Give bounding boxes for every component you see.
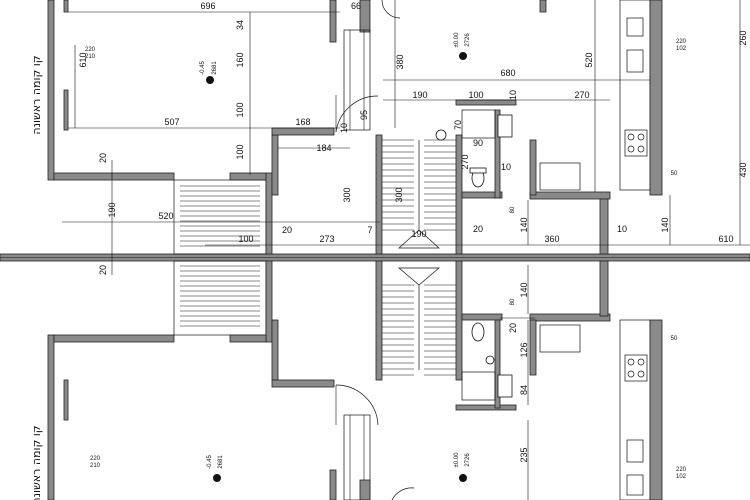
elevation-marker-top-left: -0.45 2681 — [200, 61, 218, 84]
dim-160: 160 — [235, 52, 245, 67]
dim-270-bath: 270 — [460, 154, 470, 169]
dim-20-stair-right: 20 — [473, 224, 483, 234]
dim-20-left-bottom: 20 — [98, 265, 108, 275]
central-corridor — [0, 253, 750, 262]
dim-20-left-top: 20 — [98, 153, 108, 163]
dim-50-lower: 50 — [671, 336, 678, 342]
room-code-tr-bottom: 102 — [676, 46, 687, 52]
svg-text:±0.00: ±0.00 — [454, 452, 460, 468]
dim-70: 70 — [453, 120, 463, 130]
left-stair-block — [173, 172, 273, 343]
svg-text:-0.45: -0.45 — [207, 455, 213, 469]
dim-50-upper: 50 — [671, 171, 678, 177]
dim-300-b: 300 — [394, 187, 404, 202]
dim-610-left: 610 — [78, 52, 88, 67]
dimension-lines — [62, 0, 750, 500]
dim-273: 273 — [319, 234, 334, 244]
dim-696: 696 — [200, 1, 215, 11]
dim-80-upper: 80 — [510, 206, 516, 213]
dim-100-left-b: 100 — [235, 144, 245, 159]
dim-430: 430 — [738, 162, 748, 177]
dim-10-top-right: 10 — [508, 90, 518, 100]
dim-520-left: 520 — [158, 211, 173, 221]
central-stair-treads — [382, 139, 456, 376]
dim-140-right: 140 — [660, 217, 670, 232]
lower-kitchen — [529, 260, 663, 500]
dim-10-bath: 10 — [501, 162, 511, 172]
dim-100-top: 100 — [468, 90, 483, 100]
lower-left-walls — [329, 384, 415, 500]
dim-168: 168 — [295, 117, 310, 127]
room-code-bl-top: 220 — [90, 456, 101, 462]
dim-190-left: 190 — [107, 202, 117, 217]
dim-380: 380 — [395, 54, 405, 69]
dim-190-stair: 190 — [411, 229, 426, 239]
dim-140-lower: 140 — [519, 282, 529, 297]
room-code-br-top: 220 — [676, 467, 687, 473]
svg-text:-0.45: -0.45 — [200, 61, 206, 75]
upper-left-walls — [329, 0, 401, 133]
dim-260: 260 — [738, 30, 748, 45]
dim-80-lower: 80 — [510, 298, 516, 305]
dim-100-corridor: 100 — [238, 234, 253, 244]
dim-84: 84 — [519, 385, 529, 395]
dim-10-door: 10 — [339, 123, 349, 133]
dim-270-top: 270 — [574, 90, 589, 100]
room-code-br-bottom: 102 — [676, 474, 687, 480]
room-code-tl-bottom: 210 — [85, 54, 96, 60]
room-code-bl-bottom: 210 — [90, 463, 101, 469]
dim-10-corridor: 10 — [617, 224, 627, 234]
dim-184: 184 — [316, 143, 331, 153]
hebrew-label-top: קו קומה ראשונה — [30, 55, 43, 134]
elevation-marker-top-right: ±0.00 2726 — [454, 32, 471, 60]
left-stair-treads — [180, 185, 260, 327]
dim-190-top: 190 — [412, 90, 427, 100]
dim-95: 95 — [359, 110, 369, 120]
dim-520-right: 520 — [584, 52, 594, 67]
dim-126: 126 — [519, 342, 529, 357]
left-walls — [47, 0, 175, 500]
svg-text:±0.00: ±0.00 — [454, 32, 460, 48]
svg-text:2681: 2681 — [218, 455, 224, 469]
dim-7: 7 — [367, 225, 372, 235]
upper-kitchen — [529, 0, 663, 255]
room-code-tl-top: 220 — [85, 47, 96, 53]
dim-100-left-a: 100 — [235, 102, 245, 117]
svg-text:2726: 2726 — [465, 33, 471, 47]
dim-235: 235 — [519, 447, 529, 462]
dim-300-a: 300 — [342, 187, 352, 202]
central-stair — [271, 127, 463, 388]
dim-34: 34 — [235, 20, 245, 30]
dim-66: 66 — [351, 1, 361, 11]
dim-20-lower-bath: 20 — [508, 323, 518, 333]
dim-610-right: 610 — [718, 234, 733, 244]
dim-680: 680 — [500, 68, 515, 78]
lower-bathroom — [455, 313, 517, 411]
dim-507: 507 — [164, 117, 179, 127]
dim-360: 360 — [544, 234, 559, 244]
elevation-marker-bottom-left: -0.45 2681 — [207, 455, 224, 482]
dim-20-corridor: 20 — [282, 225, 292, 235]
dim-140-upper: 140 — [519, 217, 529, 232]
hebrew-label-bottom: קו קומה ראשונה — [30, 425, 43, 500]
room-code-tr-top: 220 — [676, 39, 687, 45]
elevation-marker-bottom-right: ±0.00 2726 — [454, 452, 471, 482]
dim-90: 90 — [473, 138, 483, 148]
upper-bathroom — [435, 99, 517, 199]
svg-text:2681: 2681 — [212, 61, 218, 75]
svg-text:2726: 2726 — [465, 453, 471, 467]
